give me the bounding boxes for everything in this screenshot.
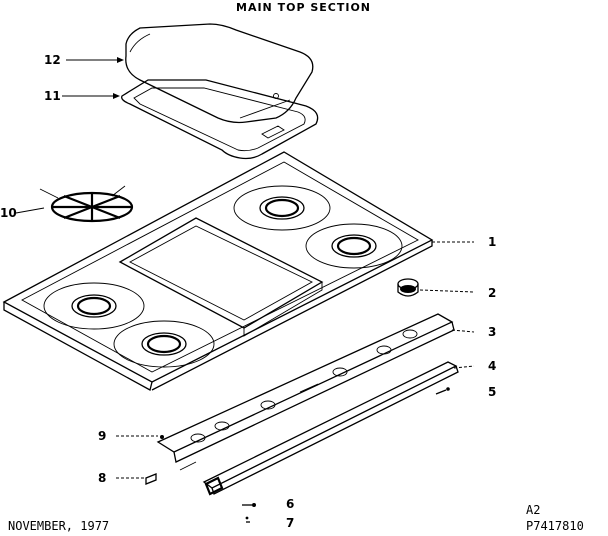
leader-lines (15, 57, 475, 479)
diagram-title: MAIN TOP SECTION (236, 1, 371, 14)
callout-2: 2 (488, 286, 496, 300)
callout-9: 9 (98, 429, 106, 443)
part-12-cover (125, 23, 314, 124)
part-7-clip (245, 516, 250, 523)
callout-5: 5 (488, 385, 496, 399)
part-1-cooktop (2, 151, 434, 391)
callout-4: 4 (488, 359, 496, 373)
callout-11: 11 (44, 89, 61, 103)
callout-7: 7 (286, 516, 294, 530)
part-11-gasket (121, 79, 319, 160)
callout-1: 1 (488, 235, 496, 249)
part-2-knob (397, 278, 419, 297)
callout-10: 10 (0, 206, 17, 220)
burner-back-right (305, 223, 403, 269)
callout-labels: 12 11 10 1 2 3 4 5 9 8 6 7 (0, 53, 496, 530)
callout-3: 3 (488, 325, 496, 339)
footer-date: NOVEMBER, 1977 (8, 519, 109, 533)
callout-12: 12 (44, 53, 61, 67)
part-10-grate (39, 185, 134, 223)
part-9-screw (160, 435, 164, 439)
burner-front-right (113, 320, 215, 368)
part-8-bracket (145, 473, 157, 485)
callout-8: 8 (98, 471, 106, 485)
footer-code-line2: P7417810 (526, 519, 584, 533)
part-3-control-panel (156, 313, 455, 463)
part-4-rail (179, 361, 459, 496)
callout-6: 6 (286, 497, 294, 511)
burner-front-left (43, 282, 145, 330)
part-6-screw (242, 503, 256, 507)
burner-back-left (233, 185, 331, 231)
footer-code-line1: A2 (526, 503, 540, 517)
part-5-screw (435, 387, 450, 395)
